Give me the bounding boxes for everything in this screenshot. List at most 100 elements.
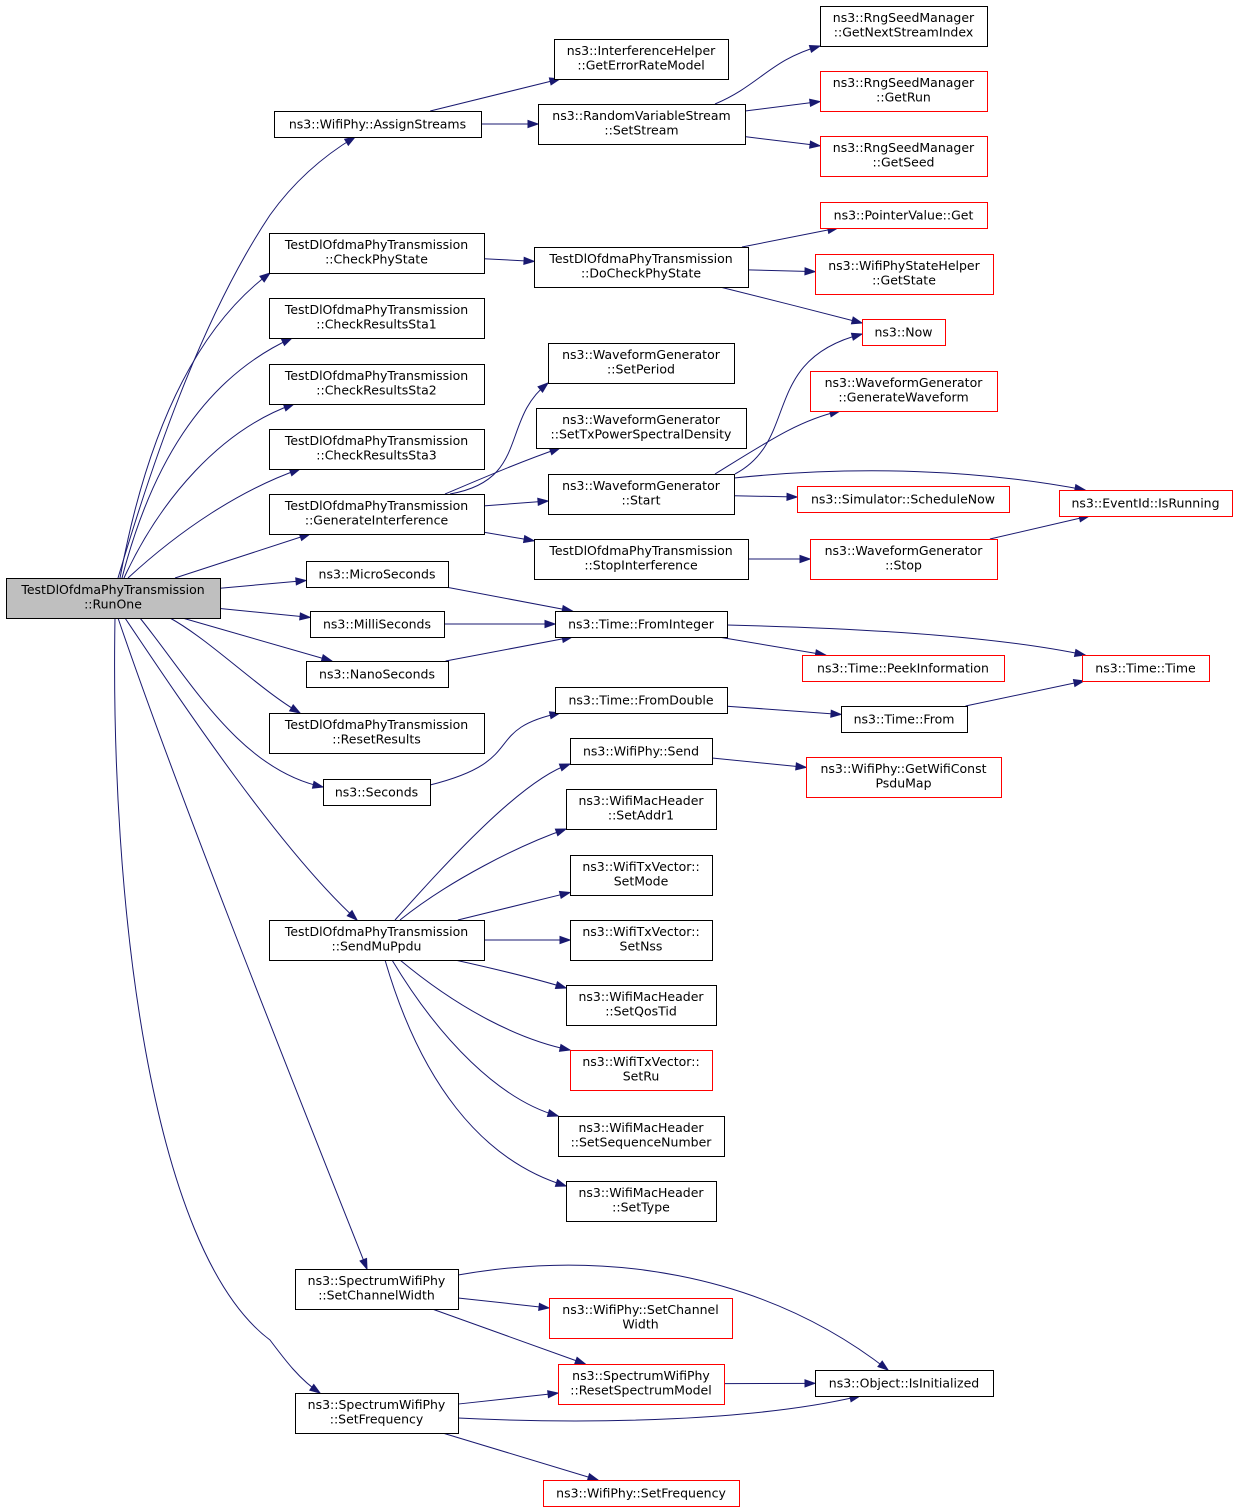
node-checkresultssta2[interactable]: TestDlOfdmaPhyTransmission::CheckResults… <box>269 364 485 405</box>
node-label-line: ns3::WifiPhy::SetChannel <box>562 1302 718 1317</box>
edge-line <box>965 680 1085 707</box>
node-box <box>820 71 988 112</box>
node-isinitialized[interactable]: ns3::Object::IsInitialized <box>815 1370 994 1397</box>
node-setaddr1[interactable]: ns3::WifiMacHeader::SetAddr1 <box>566 789 717 830</box>
edge-arrowhead <box>538 1302 551 1311</box>
function-nodes: TestDlOfdmaPhyTransmission::RunOnens3::W… <box>6 6 1233 1507</box>
edge-arrowhead <box>850 332 864 341</box>
edge-line <box>483 500 549 507</box>
node-wgstart[interactable]: ns3::WaveformGenerator::Start <box>548 474 735 515</box>
edge-arrowhead <box>299 612 312 621</box>
node-getseed[interactable]: ns3::RngSeedManager::GetSeed <box>820 136 988 177</box>
node-checkresultssta3[interactable]: TestDlOfdmaPhyTransmission::CheckResults… <box>269 429 485 470</box>
edge-line <box>989 515 1090 540</box>
node-now[interactable]: ns3::Now <box>862 319 946 346</box>
edge-arrowhead <box>559 935 572 945</box>
node-setperiod[interactable]: ns3::WaveformGenerator::SetPeriod <box>548 343 735 384</box>
edge-arrowhead <box>359 1257 368 1271</box>
node-setsequencenumber[interactable]: ns3::WifiMacHeader::SetSequenceNumber <box>558 1116 725 1157</box>
edge-arrowhead <box>554 1178 568 1187</box>
node-getrun[interactable]: ns3::RngSeedManager::GetRun <box>820 71 988 112</box>
edge-line <box>432 1308 586 1365</box>
node-setstream[interactable]: ns3::RandomVariableStream::SetStream <box>538 104 746 145</box>
node-wifiphysetchannelwidth[interactable]: ns3::WifiPhy::SetChannelWidth <box>549 1298 733 1339</box>
node-setnss[interactable]: ns3::WifiTxVector::SetNss <box>570 920 713 961</box>
edge-runone-to-checkresultssta2 <box>123 403 296 579</box>
node-timefrom[interactable]: ns3::Time::From <box>841 706 968 733</box>
node-resetspectrummodel[interactable]: ns3::SpectrumWifiPhy::ResetSpectrumModel <box>558 1364 725 1405</box>
edge-line <box>182 617 332 662</box>
node-box <box>1082 655 1210 682</box>
node-docheckphystate[interactable]: TestDlOfdmaPhyTransmission::DoCheckPhySt… <box>534 247 749 288</box>
node-frominteger[interactable]: ns3::Time::FromInteger <box>555 611 728 638</box>
node-wgstop[interactable]: ns3::WaveformGenerator::Stop <box>810 539 998 580</box>
edge-sendmuppdu-to-setaddr1 <box>399 828 568 921</box>
node-microseconds[interactable]: ns3::MicroSeconds <box>306 561 449 588</box>
node-settxpsd[interactable]: ns3::WaveformGenerator::SetTxPowerSpectr… <box>536 408 747 449</box>
node-setqostid[interactable]: ns3::WifiMacHeader::SetQosTid <box>566 985 717 1026</box>
edge-runone-to-resetresults <box>169 617 302 714</box>
node-box <box>295 1393 459 1434</box>
edge-arrowhead <box>795 762 808 771</box>
edge-arrowhead <box>877 1360 890 1371</box>
edge-line <box>718 636 826 656</box>
node-assignstreams[interactable]: ns3::WifiPhy::AssignStreams <box>274 111 482 138</box>
node-schedulenow[interactable]: ns3::Simulator::ScheduleNow <box>797 486 1010 513</box>
node-pointervalueget[interactable]: ns3::PointerValue::Get <box>820 202 988 229</box>
node-checkphystate[interactable]: TestDlOfdmaPhyTransmission::CheckPhyStat… <box>269 233 485 274</box>
edge-resetspectrummodel-to-isinitialized <box>723 1379 817 1388</box>
edge-generateinterference-to-stopinterference <box>483 531 536 544</box>
edge-arrowhead <box>288 468 302 477</box>
node-label-line: ns3::WifiTxVector:: <box>582 1054 699 1069</box>
edge-line <box>744 101 821 112</box>
node-setmode[interactable]: ns3::WifiTxVector::SetMode <box>570 855 713 896</box>
node-setru[interactable]: ns3::WifiTxVector::SetRu <box>570 1050 713 1091</box>
edge-runone-to-assignstreams <box>117 136 357 579</box>
edge-line <box>445 586 573 612</box>
node-settype[interactable]: ns3::WifiMacHeader::SetType <box>566 1181 717 1222</box>
node-fromdouble[interactable]: ns3::Time::FromDouble <box>555 687 728 714</box>
node-nanoseconds[interactable]: ns3::NanoSeconds <box>306 661 449 688</box>
node-isrunning[interactable]: ns3::EventId::IsRunning <box>1059 490 1233 517</box>
node-spectrumsetfrequency[interactable]: ns3::SpectrumWifiPhy::SetFrequency <box>295 1393 459 1434</box>
edge-arrowhead <box>554 980 568 989</box>
node-box <box>820 202 988 229</box>
node-wifiphysend[interactable]: ns3::WifiPhy::Send <box>570 738 713 765</box>
node-label-line: ns3::WifiTxVector:: <box>582 859 699 874</box>
node-generateinterference[interactable]: TestDlOfdmaPhyTransmission::GenerateInte… <box>269 494 485 535</box>
node-spectrumsetchannelwidth[interactable]: ns3::SpectrumWifiPhy::SetChannelWidth <box>295 1269 459 1310</box>
node-label-line: TestDlOfdmaPhyTransmission <box>548 251 732 266</box>
edge-setstream-to-getseed <box>744 136 822 149</box>
edge-line <box>457 891 571 921</box>
node-resetresults[interactable]: TestDlOfdmaPhyTransmission::ResetResults <box>269 713 485 754</box>
node-label-line: TestDlOfdmaPhyTransmission <box>284 237 468 252</box>
edge-milliseconds-to-frominteger <box>444 619 557 629</box>
node-peekinformation[interactable]: ns3::Time::PeekInformation <box>802 655 1005 682</box>
node-runone[interactable]: TestDlOfdmaPhyTransmission::RunOne <box>6 578 221 619</box>
edge-arrowhead <box>320 654 334 663</box>
node-geterrorratemodel[interactable]: ns3::InterferenceHelper::GetErrorRateMod… <box>554 39 729 80</box>
node-wifiphysetfrequency[interactable]: ns3::WifiPhy::SetFrequency <box>543 1480 740 1507</box>
node-timetime[interactable]: ns3::Time::Time <box>1082 655 1210 682</box>
node-sendmuppdu[interactable]: TestDlOfdmaPhyTransmission::SendMuPpdu <box>269 920 485 961</box>
node-milliseconds[interactable]: ns3::MilliSeconds <box>310 611 445 638</box>
edge-line <box>174 533 311 579</box>
node-box <box>566 789 717 830</box>
node-stopinterference[interactable]: TestDlOfdmaPhyTransmission::StopInterfer… <box>534 539 749 580</box>
node-label-line: ns3::Object::IsInitialized <box>829 1376 979 1391</box>
node-label-line: TestDlOfdmaPhyTransmission <box>284 924 468 939</box>
node-getnextstreamindex[interactable]: ns3::RngSeedManager::GetNextStreamIndex <box>820 6 988 47</box>
node-checkresultssta1[interactable]: TestDlOfdmaPhyTransmission::CheckResults… <box>269 298 485 339</box>
node-generatewaveform[interactable]: ns3::WaveformGenerator::GenerateWaveform <box>810 371 998 412</box>
node-seconds[interactable]: ns3::Seconds <box>323 779 431 806</box>
edge-arrowhead <box>830 709 843 718</box>
node-getstate[interactable]: ns3::WifiPhyStateHelper::GetState <box>815 254 994 295</box>
edge-arrowhead <box>282 403 296 412</box>
edge-setstream-to-getrun <box>744 98 822 112</box>
node-label-line: ns3::WifiMacHeader <box>578 1120 704 1135</box>
edge-line <box>219 608 311 618</box>
edge-arrowhead <box>850 316 864 325</box>
node-label-line: ::SetStream <box>604 123 678 138</box>
node-label-line: TestDlOfdmaPhyTransmission <box>284 433 468 448</box>
